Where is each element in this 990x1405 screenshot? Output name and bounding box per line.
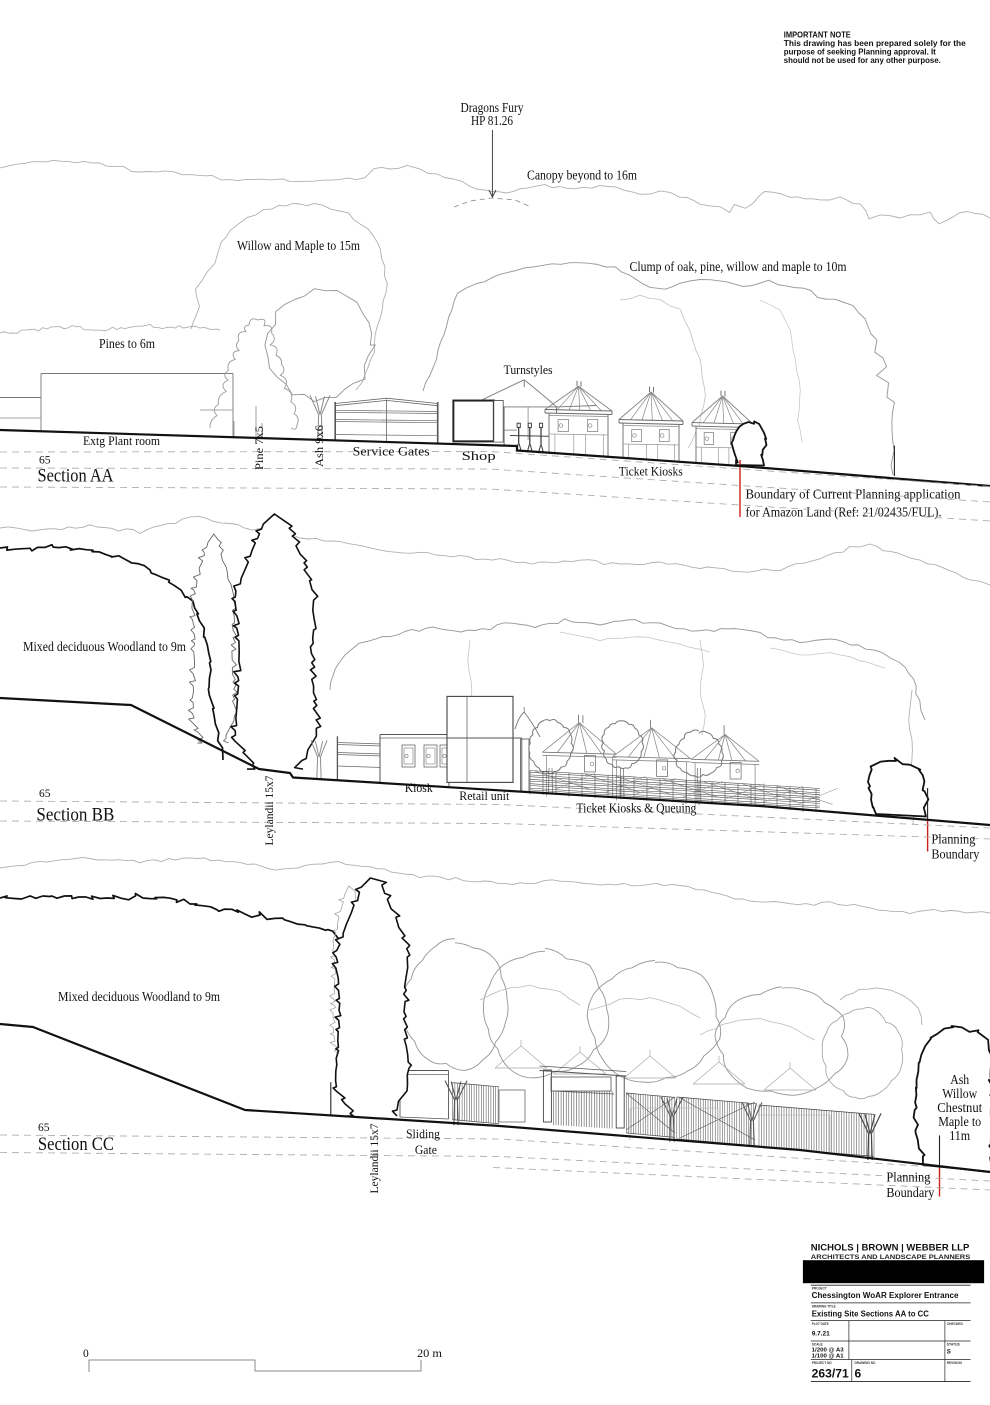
svg-text:Willow and Maple to 15m: Willow and Maple to 15m <box>237 238 360 253</box>
svg-text:Ash 9x6: Ash 9x6 <box>314 425 326 467</box>
svg-text:ARCHITECTS AND LANDSCAPE PLANN: ARCHITECTS AND LANDSCAPE PLANNERS <box>811 1254 971 1261</box>
svg-text:Turnstyles: Turnstyles <box>504 362 553 377</box>
svg-text:Section AA: Section AA <box>38 466 114 487</box>
svg-text:Maple to: Maple to <box>938 1114 981 1129</box>
svg-text:Pines to 6m: Pines to 6m <box>99 336 155 351</box>
svg-text:IMPORTANT NOTE: IMPORTANT NOTE <box>784 30 851 40</box>
svg-text:9.7.21: 9.7.21 <box>812 1331 830 1338</box>
svg-text:Chessington WoAR Explorer Ent: Chessington WoAR Explorer Entrance <box>812 1291 959 1300</box>
svg-text:1/200 @ A3: 1/200 @ A3 <box>812 1348 845 1354</box>
svg-text:This drawing has been prepared: This drawing has been prepared solely fo… <box>784 38 966 48</box>
svg-text:for Amazon Land (Ref: 21/02435: for Amazon Land (Ref: 21/02435/FUL). <box>746 505 942 521</box>
svg-text:Retail unit: Retail unit <box>459 788 509 803</box>
svg-text:Boundary of Current Planning a: Boundary of Current Planning application <box>746 487 961 502</box>
svg-text:DRAWING TITLE: DRAWING TITLE <box>812 1303 836 1308</box>
svg-text:should not be used for any oth: should not be used for any other purpose… <box>784 55 941 65</box>
svg-text:Mixed deciduous Woodland to 9m: Mixed deciduous Woodland to 9m <box>23 639 186 654</box>
svg-text:Canopy beyond to 16m: Canopy beyond to 16m <box>527 168 637 183</box>
svg-text:CHECKED: CHECKED <box>947 1321 963 1326</box>
svg-text:Section BB: Section BB <box>36 805 114 826</box>
svg-text:Service Gates: Service Gates <box>353 444 430 459</box>
svg-text:Dragons Fury: Dragons Fury <box>461 100 524 115</box>
svg-text:65: 65 <box>39 455 51 467</box>
svg-text:Leylandii 15x7: Leylandii 15x7 <box>264 775 276 845</box>
svg-text:SCALE: SCALE <box>812 1341 823 1346</box>
svg-text:Ticket Kiosks: Ticket Kiosks <box>619 464 683 479</box>
svg-text:REVISION: REVISION <box>947 1360 962 1365</box>
svg-text:263/71: 263/71 <box>812 1367 849 1381</box>
svg-text:Planning: Planning <box>886 1170 930 1185</box>
svg-text:purpose of seeking Planning ap: purpose of seeking Planning approval. It <box>784 47 936 57</box>
svg-text:STATUS: STATUS <box>947 1341 960 1346</box>
svg-text:DRAWING NO: DRAWING NO <box>855 1360 876 1365</box>
svg-text:Ticket Kiosks & Queuing: Ticket Kiosks & Queuing <box>576 801 696 816</box>
svg-text:Gate: Gate <box>415 1142 437 1157</box>
svg-text:1/100 @ A1: 1/100 @ A1 <box>812 1354 845 1360</box>
svg-text:Section CC: Section CC <box>38 1134 114 1155</box>
svg-text:NICHOLS | BROWN | WEBBER LLP: NICHOLS | BROWN | WEBBER LLP <box>811 1242 970 1253</box>
svg-text:Willow: Willow <box>942 1086 977 1101</box>
svg-text:Existing Site Sections AA to C: Existing Site Sections AA to CC <box>812 1310 929 1319</box>
svg-text:0: 0 <box>83 1348 89 1360</box>
svg-text:6: 6 <box>855 1367 862 1381</box>
svg-text:Shop: Shop <box>462 448 496 463</box>
svg-text:Kiosk: Kiosk <box>405 780 433 795</box>
svg-text:Chestnut: Chestnut <box>937 1100 982 1115</box>
svg-text:HP 81.26: HP 81.26 <box>471 113 513 128</box>
svg-text:Boundary: Boundary <box>931 847 979 862</box>
svg-text:65: 65 <box>38 1122 50 1134</box>
svg-text:Boundary: Boundary <box>886 1185 934 1200</box>
svg-text:Pine 7x5: Pine 7x5 <box>254 426 266 470</box>
svg-text:Extg Plant room: Extg Plant room <box>83 433 160 448</box>
svg-text:Ash: Ash <box>950 1072 969 1087</box>
svg-text:Sliding: Sliding <box>406 1126 440 1141</box>
svg-text:Planning: Planning <box>931 832 975 847</box>
svg-text:PROJECT NO: PROJECT NO <box>812 1360 832 1365</box>
svg-text:S: S <box>947 1350 951 1356</box>
svg-text:PLOT DATE: PLOT DATE <box>812 1321 829 1326</box>
svg-text:65: 65 <box>39 788 51 800</box>
svg-text:PROJECT: PROJECT <box>812 1285 827 1290</box>
svg-text:20 m: 20 m <box>417 1348 442 1360</box>
svg-text:Clump of oak, pine, willow and: Clump of oak, pine, willow and maple to … <box>630 259 847 274</box>
svg-text:Mixed deciduous Woodland to 9m: Mixed deciduous Woodland to 9m <box>58 989 220 1004</box>
svg-text:11m: 11m <box>949 1128 970 1143</box>
svg-text:Leylandii 15x7: Leylandii 15x7 <box>369 1123 381 1193</box>
